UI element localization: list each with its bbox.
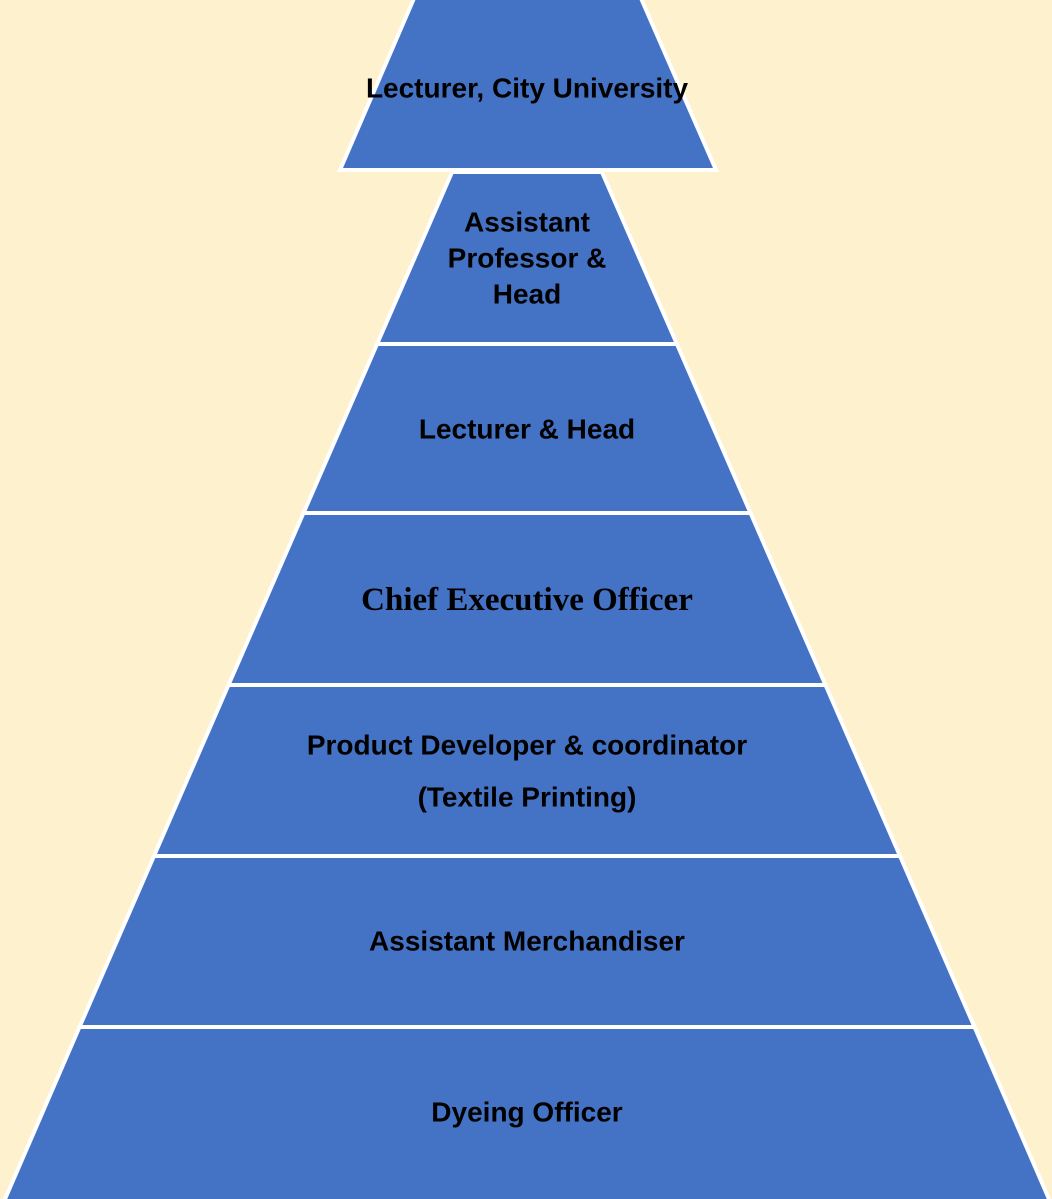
pyramid-level-3: Lecturer & Head [300,342,754,515]
level-2-label-line-3: Head [493,279,561,310]
pyramid-level-6: Assistant Merchandiser [76,854,978,1029]
pyramid-level-1: Lecturer, City University [336,0,720,172]
pyramid-level-5: Product Developer & coordinator (Textile… [150,683,904,858]
level-6-label: Assistant Merchandiser [369,926,685,957]
level-3-label: Lecturer & Head [419,414,635,445]
pyramid-level-7: Dyeing Officer [2,1025,1052,1199]
level-7-label: Dyeing Officer [431,1097,622,1128]
level-5-label-line-2: (Textile Printing) [418,782,637,813]
level-4-label: Chief Executive Officer [361,582,693,618]
level-7-shape [2,1025,1052,1199]
level-2-label-line-1: Assistant [464,207,590,238]
level-2-label-line-2: Professor & [448,243,607,274]
pyramid-level-4: Chief Executive Officer [225,511,829,687]
pyramid-level-2: Assistant Professor & Head [374,170,680,346]
level-5-label-line-1: Product Developer & coordinator [307,730,747,761]
level-5-shape [150,683,904,858]
level-1-label: Lecturer, City University [366,73,689,104]
level-1-shape [336,0,720,172]
